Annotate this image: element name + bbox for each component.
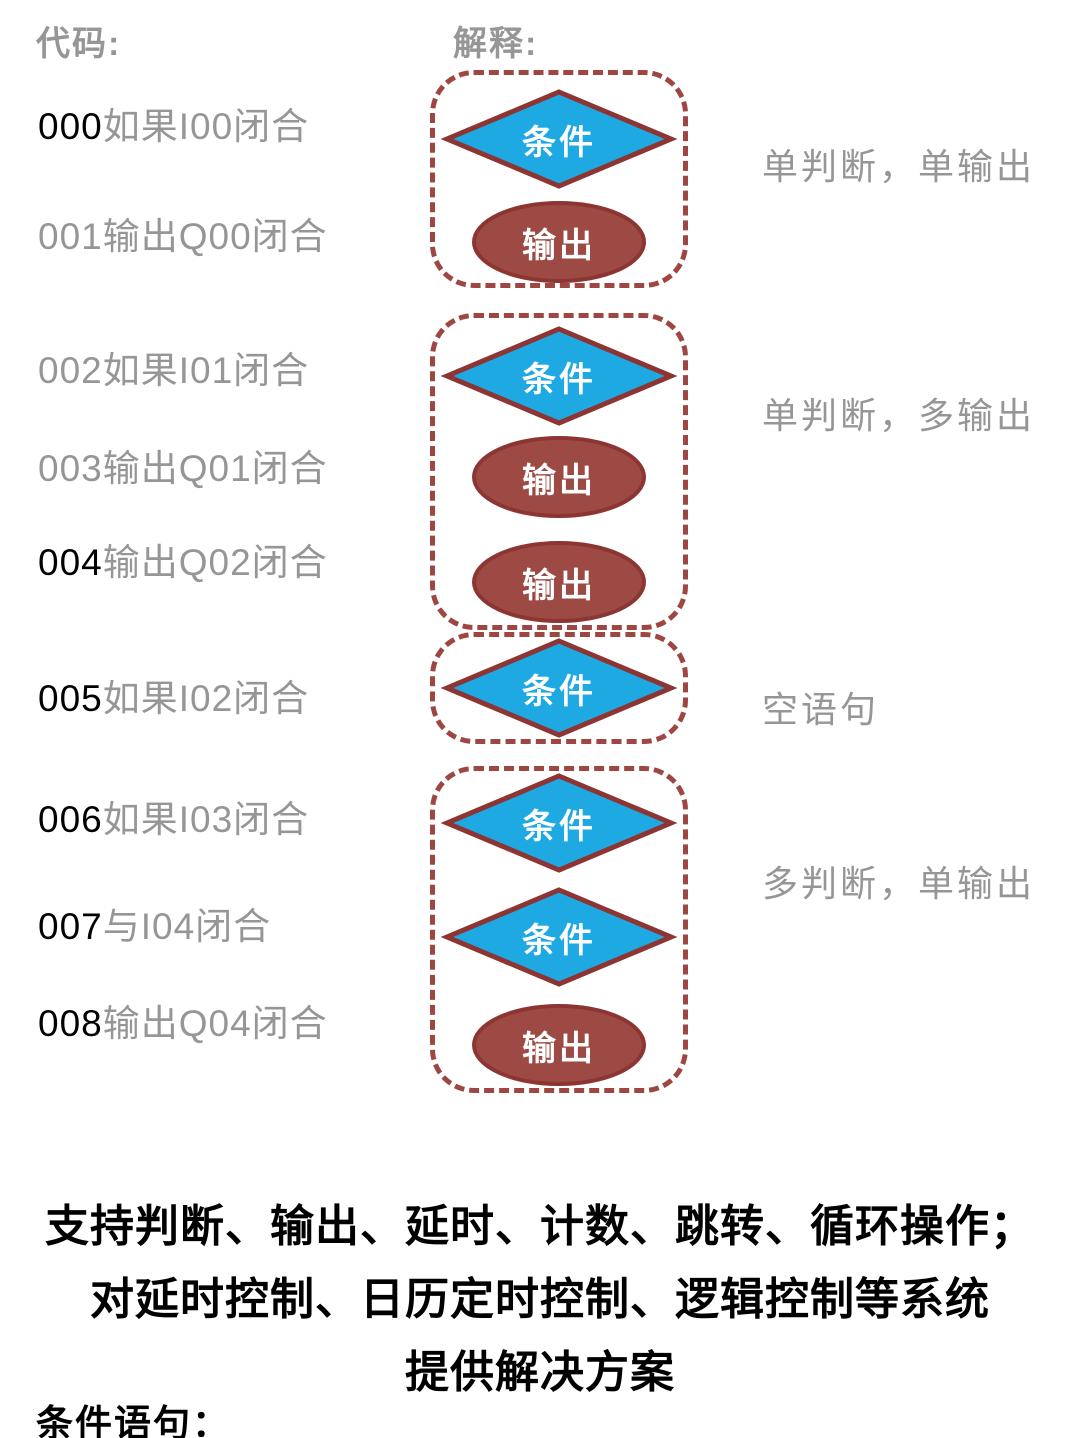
code-line-001: 001输出Q00闭合 [38, 216, 328, 259]
code-line-002: 002如果I01闭合 [38, 350, 309, 393]
code-line-text: 如果I01闭合 [102, 350, 310, 391]
output-ellipse: 输出 [471, 540, 647, 624]
code-line-003: 003输出Q01闭合 [38, 448, 328, 491]
output-ellipse: 输出 [471, 1003, 647, 1087]
code-line-number: 008 [38, 1003, 103, 1044]
flow-group-single-judge-single-output: 条件 输出 [430, 70, 688, 288]
condition-label: 条件 [522, 360, 596, 399]
output-label: 输出 [522, 566, 596, 605]
flow-group-multi-judge-single-output: 条件 条件 输出 [430, 766, 688, 1093]
condition-label: 条件 [522, 807, 596, 846]
annotation-multi-judge-single-output: 多判断，单输出 [762, 863, 1036, 904]
ellipse-icon [472, 436, 646, 518]
output-label: 输出 [522, 1029, 596, 1068]
code-line-text: 如果I03闭合 [102, 799, 310, 840]
code-line-number: 000 [38, 106, 103, 147]
condition-label: 条件 [522, 672, 596, 711]
flow-group-single-judge-multi-output: 条件 输出 输出 [430, 313, 688, 630]
code-line-number: 003 [38, 448, 103, 489]
code-line-006: 006如果I03闭合 [38, 799, 309, 842]
code-line-text: 与I04闭合 [102, 906, 272, 947]
ellipse-icon [472, 541, 646, 623]
code-line-008: 008输出Q04闭合 [38, 1003, 328, 1046]
code-line-text: 输出Q04闭合 [102, 1003, 328, 1044]
annotation-empty-statement: 空语句 [762, 689, 880, 730]
diamond-icon [440, 638, 678, 738]
diamond-icon [440, 326, 678, 426]
code-line-text: 输出Q00闭合 [102, 216, 328, 257]
annotation-single-judge-single-output: 单判断，单输出 [762, 146, 1036, 187]
ellipse-icon [472, 1004, 646, 1086]
diamond-icon [440, 773, 678, 873]
code-line-005: 005如果I02闭合 [38, 678, 309, 721]
annotation-single-judge-multi-output: 单判断，多输出 [762, 395, 1036, 436]
code-line-text: 输出Q01闭合 [102, 448, 328, 489]
code-line-number: 006 [38, 799, 103, 840]
explain-column-header: 解释: [453, 25, 539, 63]
code-line-number: 005 [38, 678, 103, 719]
condition-diamond: 条件 [440, 89, 678, 189]
ellipse-icon [472, 201, 646, 283]
condition-label: 条件 [522, 921, 596, 960]
diamond-icon [440, 887, 678, 987]
condition-diamond: 条件 [440, 887, 678, 987]
code-column-header: 代码: [36, 25, 122, 63]
output-label: 输出 [522, 226, 596, 265]
code-line-number: 002 [38, 350, 103, 391]
code-line-000: 000如果I00闭合 [38, 106, 309, 149]
output-ellipse: 输出 [471, 200, 647, 284]
footer-capabilities-line1: 支持判断、输出、延时、计数、跳转、循环操作； [45, 1202, 1035, 1251]
code-line-number: 007 [38, 906, 103, 947]
condition-diamond: 条件 [440, 638, 678, 738]
flow-group-empty-statement: 条件 [430, 632, 688, 744]
condition-statement-section-label: 条件语句： [36, 1403, 231, 1438]
code-line-text: 如果I00闭合 [102, 106, 310, 147]
condition-label: 条件 [522, 123, 596, 162]
code-line-text: 如果I02闭合 [102, 678, 310, 719]
condition-diamond: 条件 [440, 326, 678, 426]
output-label: 输出 [522, 461, 596, 500]
code-line-number: 004 [38, 542, 103, 583]
code-line-number: 001 [38, 216, 103, 257]
code-line-007: 007与I04闭合 [38, 906, 271, 949]
output-ellipse: 输出 [471, 435, 647, 519]
diamond-icon [440, 89, 678, 189]
condition-diamond: 条件 [440, 773, 678, 873]
code-line-004: 004输出Q02闭合 [38, 542, 328, 585]
footer-capabilities-line3: 提供解决方案 [405, 1348, 675, 1397]
code-line-text: 输出Q02闭合 [102, 542, 328, 583]
footer-capabilities-line2: 对延时控制、日历定时控制、逻辑控制等系统 [90, 1275, 990, 1324]
